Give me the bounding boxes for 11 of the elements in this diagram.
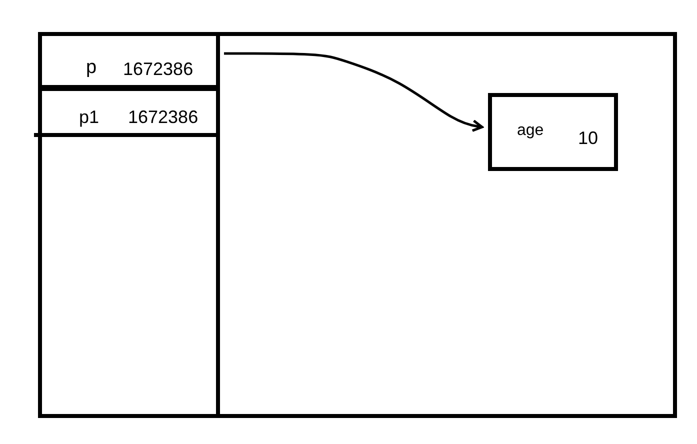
variable-name: age [517, 123, 544, 139]
value-text: 10 [578, 129, 598, 147]
variable-row [42, 87, 216, 137]
stack-column [42, 36, 220, 414]
value-text: 1672386 [128, 108, 198, 126]
memory-area-box [38, 32, 677, 418]
variable-name: p1 [79, 108, 100, 126]
object-box [488, 93, 618, 171]
variable-name: p [86, 58, 97, 77]
value-text: 1672386 [123, 60, 194, 78]
arrow [224, 52, 484, 132]
